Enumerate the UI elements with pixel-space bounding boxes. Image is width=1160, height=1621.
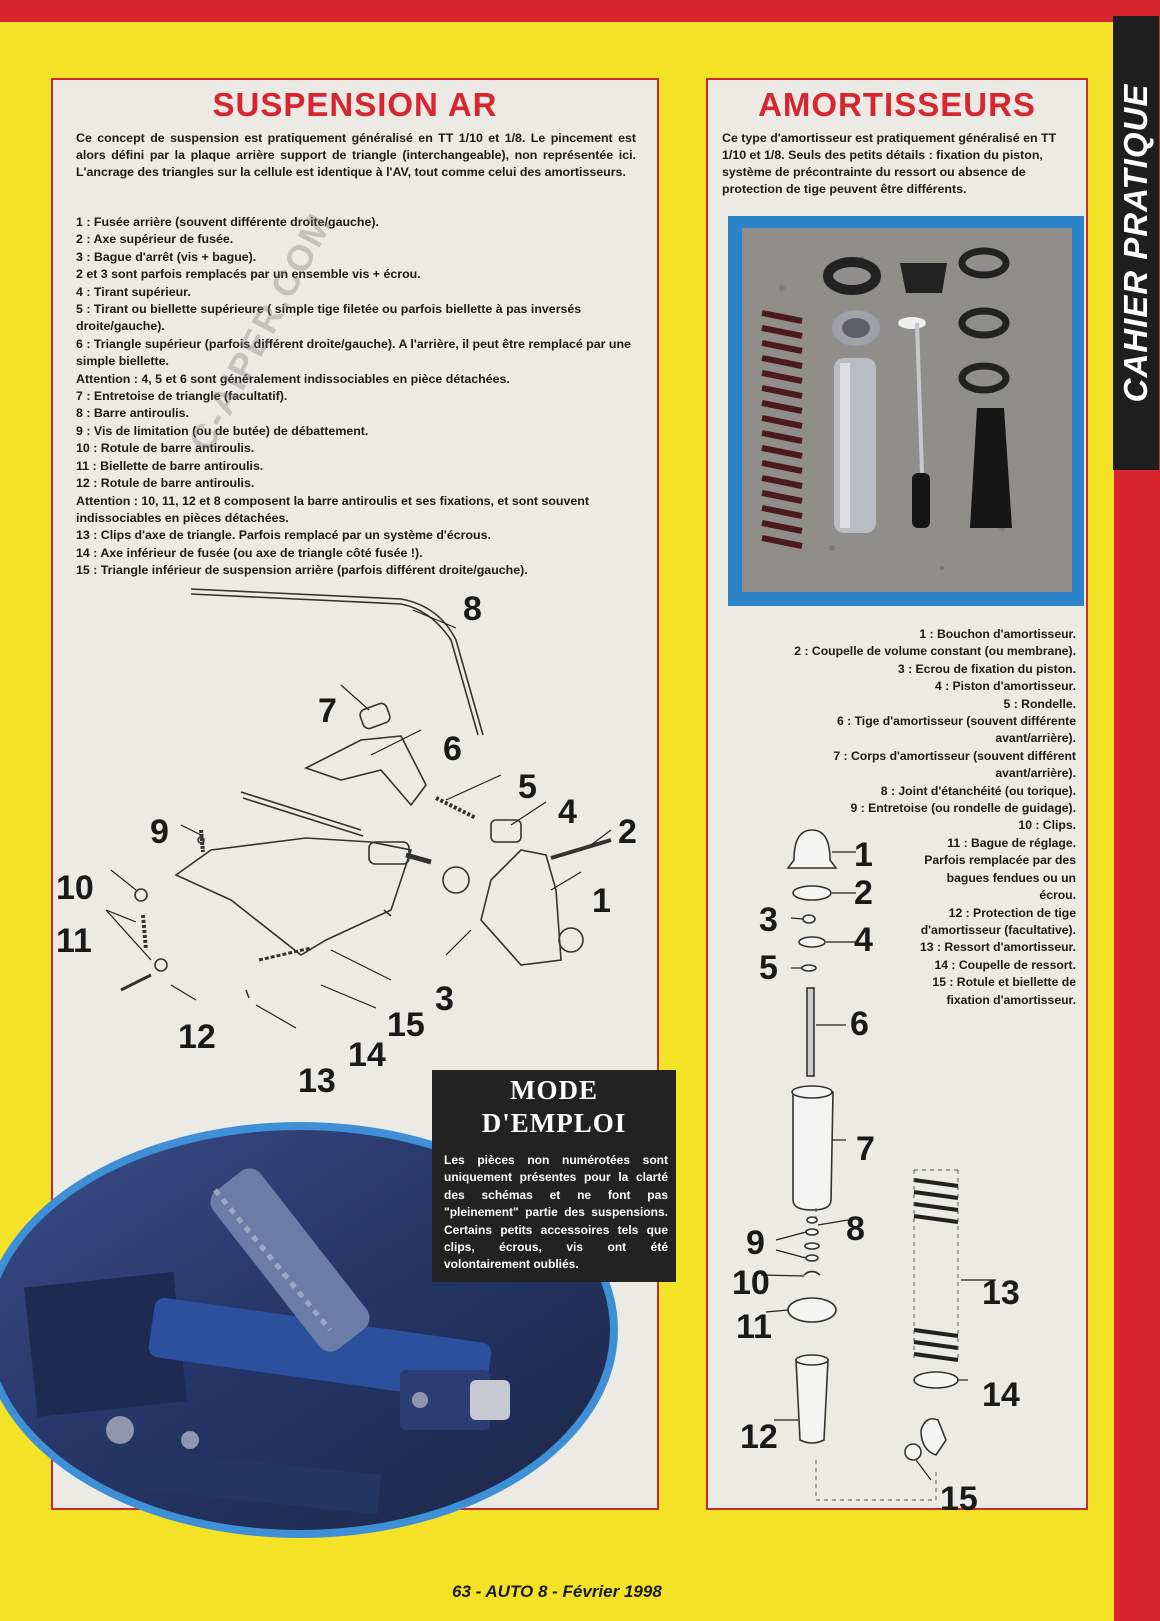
diagram-label: 7 (318, 692, 337, 730)
mode-emploi-title-1: MODE (510, 1075, 598, 1105)
part-line: 13 : Ressort d'amortisseur. (920, 940, 1076, 955)
section-tab (1113, 16, 1159, 470)
diagram-label: 9 (150, 813, 169, 851)
part-line: 8 : Joint d'étanchéité (ou torique). (880, 783, 1076, 798)
shock-label: 7 (856, 1130, 875, 1168)
part-line: Attention : 10, 11, 12 et 8 composent la… (76, 493, 593, 525)
part-line: 15 : Triangle inférieur de suspension ar… (76, 563, 528, 578)
part-line: 2 : Coupelle de volume constant (ou memb… (794, 644, 1076, 659)
part-line: 12 : Protection de tige (948, 905, 1076, 920)
part-line: avant/arrière). (995, 766, 1076, 781)
part-line: 13 : Clips d'axe de triangle. Parfois re… (76, 528, 491, 543)
part-line: 4 : Piston d'amortisseur. (934, 679, 1076, 694)
suspension-parts-list: 1 : Fusée arrière (souvent différente dr… (76, 214, 636, 580)
part-line: 2 et 3 sont parfois remplacés par un ens… (76, 267, 421, 282)
diagram-label: 15 (387, 1006, 425, 1044)
part-line: 8 : Barre antiroulis. (76, 406, 189, 421)
shock-label: 10 (732, 1264, 770, 1302)
part-line: 10 : Clips. (1018, 818, 1076, 833)
part-line: avant/arrière). (995, 731, 1076, 746)
amortisseurs-parts-list: 1 : Bouchon d'amortisseur. 2 : Coupelle d… (712, 626, 1076, 1009)
part-line: 1 : Fusée arrière (souvent différente dr… (76, 215, 379, 229)
part-line: 3 : Bague d'arrêt (vis + bague). (76, 249, 257, 264)
suspension-title: SUSPENSION AR (212, 86, 498, 123)
diagram-label: 8 (463, 590, 482, 628)
part-line: 6 : Triangle supérieur (parfois différen… (76, 336, 635, 369)
section-label: CAHIER PRATIQUE (1117, 83, 1154, 403)
shock-label: 9 (746, 1224, 765, 1262)
diagram-label: 13 (298, 1062, 336, 1100)
part-line: 14 : Axe inférieur de fusée (ou axe de t… (76, 545, 423, 560)
diagram-label: 12 (178, 1018, 216, 1056)
diagram-label: 11 (56, 922, 92, 960)
car-rear-photo (0, 1122, 618, 1538)
shock-label: 3 (759, 901, 778, 939)
shock-label: 5 (759, 949, 778, 987)
part-line: 11 : Biellette de barre antiroulis. (76, 458, 264, 473)
part-line: 15 : Rotule et biellette de (932, 975, 1076, 990)
suspension-intro: Ce concept de suspension est pratiquemen… (76, 131, 636, 179)
part-line: bagues fendues ou un (946, 870, 1076, 885)
part-line: 1 : Bouchon d'amortisseur. (919, 627, 1076, 641)
shock-label: 15 (940, 1480, 978, 1518)
part-line: 10 : Rotule de barre antiroulis. (76, 441, 255, 456)
diagram-label: 2 (618, 813, 637, 851)
shock-label: 8 (846, 1210, 865, 1248)
shock-exploded-diagram (760, 829, 996, 1501)
part-line: 6 : Tige d'amortisseur (souvent différen… (836, 714, 1076, 729)
suspension-exploded-diagram (105, 588, 612, 1029)
mode-emploi-box (432, 1070, 676, 1282)
part-line: 9 : Vis de limitation (ou de butée) de d… (76, 423, 369, 438)
shock-label: 11 (736, 1308, 772, 1346)
part-line: 11 : Bague de réglage. (947, 835, 1076, 850)
shock-label: 2 (854, 874, 873, 912)
mode-emploi-title-2: D'EMPLOI (481, 1108, 627, 1138)
diagram-label: 4 (558, 793, 577, 831)
part-line: Parfois remplacée par des (924, 853, 1076, 868)
shock-parts-photo (742, 228, 1072, 592)
part-line: 9 : Entretoise (ou rondelle de guidage). (850, 801, 1077, 816)
shock-label: 1 (854, 836, 873, 874)
part-line: 7 : Corps d'amortisseur (souvent différe… (833, 748, 1076, 763)
shock-label: 4 (854, 921, 873, 959)
amortisseurs-intro: Ce type d'amortisseur est pratiquement g… (722, 131, 1057, 196)
part-line: 7 : Entretoise de triangle (facultatif). (76, 389, 288, 404)
diagram-label: 1 (592, 882, 611, 920)
part-line: 3 : Ecrou de fixation du piston. (897, 661, 1076, 676)
shock-label: 6 (850, 1005, 869, 1043)
amortisseurs-title: AMORTISSEURS (758, 86, 1036, 123)
part-line: 12 : Rotule de barre antiroulis. (76, 476, 255, 491)
shock-label: 14 (982, 1376, 1020, 1414)
diagram-label: 14 (348, 1036, 386, 1074)
diagram-label: 3 (435, 980, 454, 1018)
part-line: 2 : Axe supérieur de fusée. (76, 232, 234, 247)
diagram-label: 5 (518, 768, 537, 806)
part-line: 5 : Rondelle. (1003, 696, 1076, 711)
part-line: 5 : Tirant ou biellette supérieure ( sim… (76, 302, 585, 334)
shock-label: 13 (982, 1274, 1020, 1312)
part-line: 4 : Tirant supérieur. (76, 284, 191, 299)
shock-label: 12 (740, 1418, 778, 1456)
part-line: Attention : 4, 5 et 6 sont généralement … (76, 371, 510, 386)
diagram-label: 10 (56, 869, 94, 907)
diagram-label: 6 (443, 730, 462, 768)
page-footer: 63 - AUTO 8 - Février 1998 (452, 1582, 662, 1601)
part-line: d'amortisseur (facultative). (920, 922, 1076, 937)
mode-emploi-text: Les pièces non numérotées sont uniquemen… (444, 1153, 668, 1272)
part-line: écrou. (1039, 888, 1076, 903)
part-line: fixation d'amortisseur. (946, 992, 1076, 1007)
part-line: 14 : Coupelle de ressort. (934, 957, 1076, 972)
